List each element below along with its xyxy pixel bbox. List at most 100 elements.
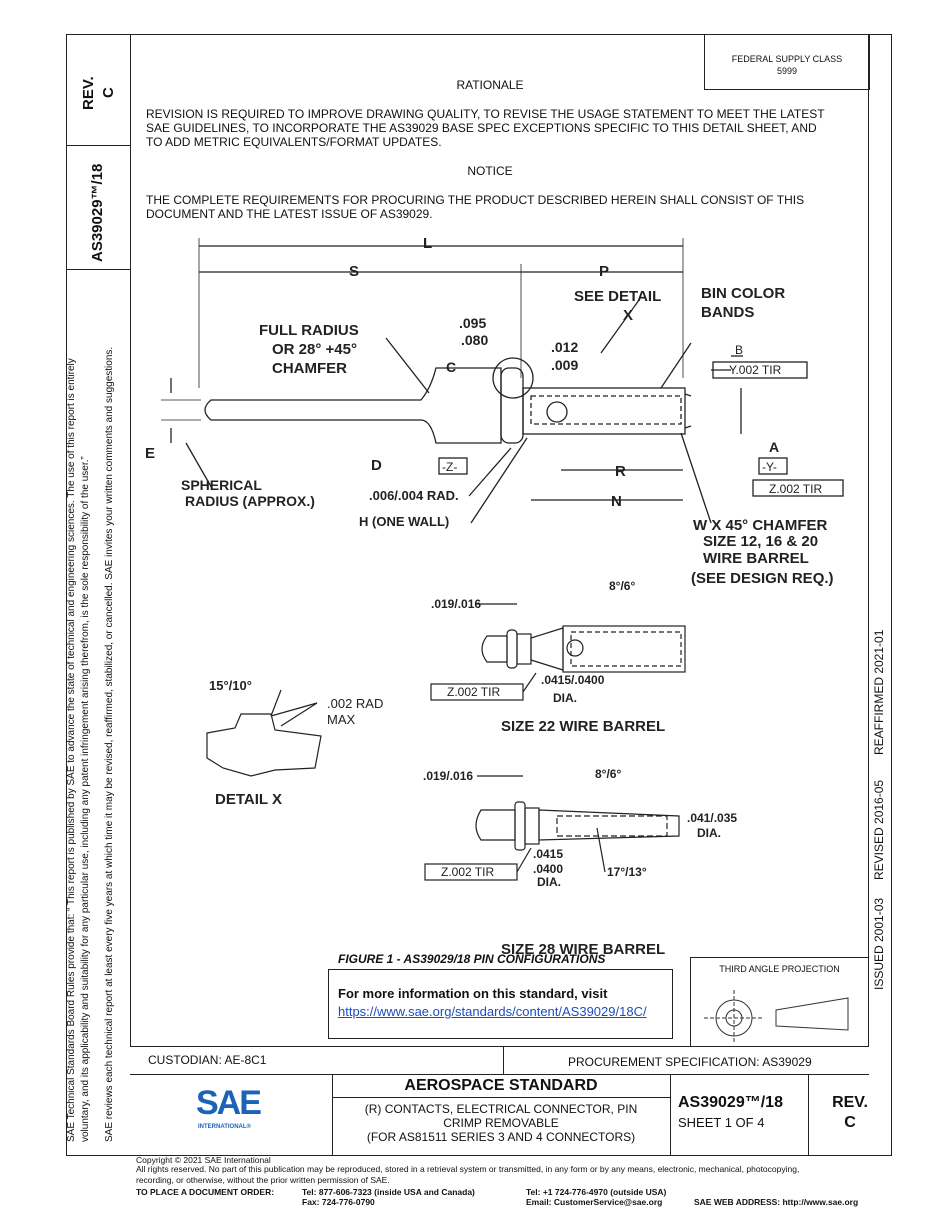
s22-title: SIZE 22 WIRE BARREL (501, 718, 665, 735)
outer-border (66, 34, 892, 1156)
std-divider (670, 1074, 671, 1156)
y-tir: Y.002 TIR (729, 363, 782, 377)
w-chamfer-2: SIZE 12, 16 & 20 (703, 533, 818, 550)
side-note-line3: SAE reviews each technical report at lea… (104, 346, 115, 1142)
copyright: Copyright © 2021 SAE International (136, 1155, 271, 1165)
issued-date: ISSUED 2001-03 (872, 897, 886, 990)
s28-title: SIZE 28 WIRE BARREL (501, 941, 665, 958)
left-rev-value: C (100, 87, 117, 98)
dx-rad-1: .002 RAD (327, 696, 383, 711)
revised-date: REVISED 2016-05 (872, 779, 886, 880)
left-rev-label: REV. (80, 76, 97, 110)
s28-angle: 8°/6° (595, 767, 621, 781)
s22-tir: Z.002 TIR (447, 685, 500, 699)
dim-012: .012 (551, 339, 578, 355)
notice-heading: NOTICE (467, 164, 513, 178)
left-doc-number: AS39029™/18 (89, 163, 106, 262)
custodian: CUSTODIAN: AE-8C1 (148, 1053, 267, 1067)
h-one-wall: H (ONE WALL) (359, 514, 449, 529)
supply-class-box (704, 34, 870, 90)
bin-color-2: BANDS (701, 304, 754, 321)
w-chamfer-4: (SEE DESIGN REQ.) (691, 570, 834, 587)
dx-angle: 15°/10° (209, 678, 252, 693)
s28-dia-1: .0415 (533, 847, 563, 861)
z-tir: Z.002 TIR (769, 482, 822, 496)
supply-class-value: 5999 (776, 66, 798, 76)
dim-E: E (145, 445, 155, 462)
pin-drawing: L S P SEE DETAIL X BIN COLOR BANDS FULL … (145, 235, 844, 958)
info-box (328, 969, 673, 1039)
full-radius-2: OR 28° +45° (272, 341, 357, 358)
right-column-line (868, 34, 869, 1046)
sheet-number: SHEET 1 OF 4 (678, 1115, 765, 1130)
standard-type-underline (332, 1097, 670, 1098)
rationale-heading: RATIONALE (456, 78, 524, 92)
notice-text: THE COMPLETE REQUIREMENTS FOR PROCURING … (146, 193, 805, 221)
dim-095: .095 (459, 315, 486, 331)
s22-angle: 8°/6° (609, 579, 635, 593)
doc-number: AS39029™/18 (678, 1094, 783, 1111)
s28-019: .019/.016 (423, 769, 473, 783)
dx-rad-2: MAX (327, 712, 356, 727)
title-line3: (FOR AS81511 SERIES 3 AND 4 CONNECTORS) (366, 1130, 636, 1144)
rights-2: recording, or otherwise, without the pri… (136, 1175, 390, 1185)
detail-x-mark: X (623, 307, 633, 324)
web-address[interactable]: SAE WEB ADDRESS: http://www.sae.org (694, 1197, 859, 1207)
s28-angle2: 17°/13° (607, 865, 647, 879)
left-rev-box (66, 34, 131, 146)
projection-label: THIRD ANGLE PROJECTION (719, 964, 840, 974)
side-note-line1: SAE Technical Standards Board Rules prov… (66, 358, 77, 1142)
full-radius-1: FULL RADIUS (259, 322, 359, 339)
fax: Fax: 724-776-0790 (302, 1197, 375, 1207)
title-block-top-line (130, 1046, 869, 1047)
full-radius-3: CHAMFER (272, 360, 347, 377)
tel-outside: Tel: +1 724-776-4970 (outside USA) (526, 1187, 667, 1197)
rev-value: C (844, 1114, 856, 1131)
y-datum: -Y- (762, 460, 777, 474)
standard-link[interactable]: https://www.sae.org/standards/content/AS… (338, 1004, 647, 1019)
spherical-2: RADIUS (APPROX.) (185, 493, 315, 509)
datum-B: B (735, 343, 743, 357)
s28-dia-3: DIA. (537, 875, 561, 889)
dim-N: N (611, 493, 622, 510)
sae-logo-sub: INTERNATIONAL® (198, 1124, 251, 1130)
spherical-1: SPHERICAL (181, 477, 262, 493)
figure-caption: FIGURE 1 - AS39029/18 PIN CONFIGURATIONS (338, 952, 606, 966)
projection-symbol (704, 990, 849, 1042)
title-block-mid-line (130, 1074, 869, 1075)
title-line1: (R) CONTACTS, ELECTRICAL CONNECTOR, PIN (364, 1102, 638, 1116)
info-box-text: For more information on this standard, v… (338, 986, 608, 1001)
s22-dia-1: .0415/.0400 (541, 673, 605, 687)
dim-P: P (599, 263, 609, 280)
rationale-text: REVISION IS REQUIRED TO IMPROVE DRAWING … (146, 107, 825, 149)
dim-C: C (446, 359, 456, 375)
rights-1: All rights reserved. No part of this pub… (136, 1164, 800, 1174)
s22-dia-2: DIA. (553, 691, 577, 705)
dim-080: .080 (461, 332, 488, 348)
rev-divider (808, 1074, 809, 1156)
standard-type: AEROSPACE STANDARD (404, 1077, 598, 1094)
dim-L: L (423, 235, 432, 252)
rad-006: .006/.004 RAD. (369, 488, 459, 503)
reaffirmed-date: REAFFIRMED 2021-01 (872, 629, 886, 755)
datum-A: A (769, 439, 779, 455)
dx-title: DETAIL X (215, 791, 282, 808)
dim-D: D (371, 457, 382, 474)
dim-S: S (349, 263, 359, 280)
procurement: PROCUREMENT SPECIFICATION: AS39029 (568, 1055, 812, 1069)
s28-dia-r-2: DIA. (697, 826, 721, 840)
title-line2: CRIMP REMOVABLE (443, 1116, 559, 1130)
sae-logo: SAE (196, 1084, 262, 1122)
order-label: TO PLACE A DOCUMENT ORDER: (136, 1187, 275, 1197)
w-chamfer-3: WIRE BARREL (703, 550, 809, 567)
see-detail: SEE DETAIL (574, 288, 661, 305)
dim-R: R (615, 463, 626, 480)
supply-class-label: FEDERAL SUPPLY CLASS (731, 54, 843, 64)
email: Email: CustomerService@sae.org (526, 1197, 663, 1207)
z-datum: -Z- (442, 460, 457, 474)
tel-usa: Tel: 877-606-7323 (inside USA and Canada… (302, 1187, 475, 1197)
s28-dia-r-1: .041/.035 (687, 811, 737, 825)
custodian-divider (503, 1046, 504, 1074)
side-note-line2: voluntary, and its applicability and sui… (80, 456, 91, 1142)
s22-019: .019/.016 (431, 597, 481, 611)
